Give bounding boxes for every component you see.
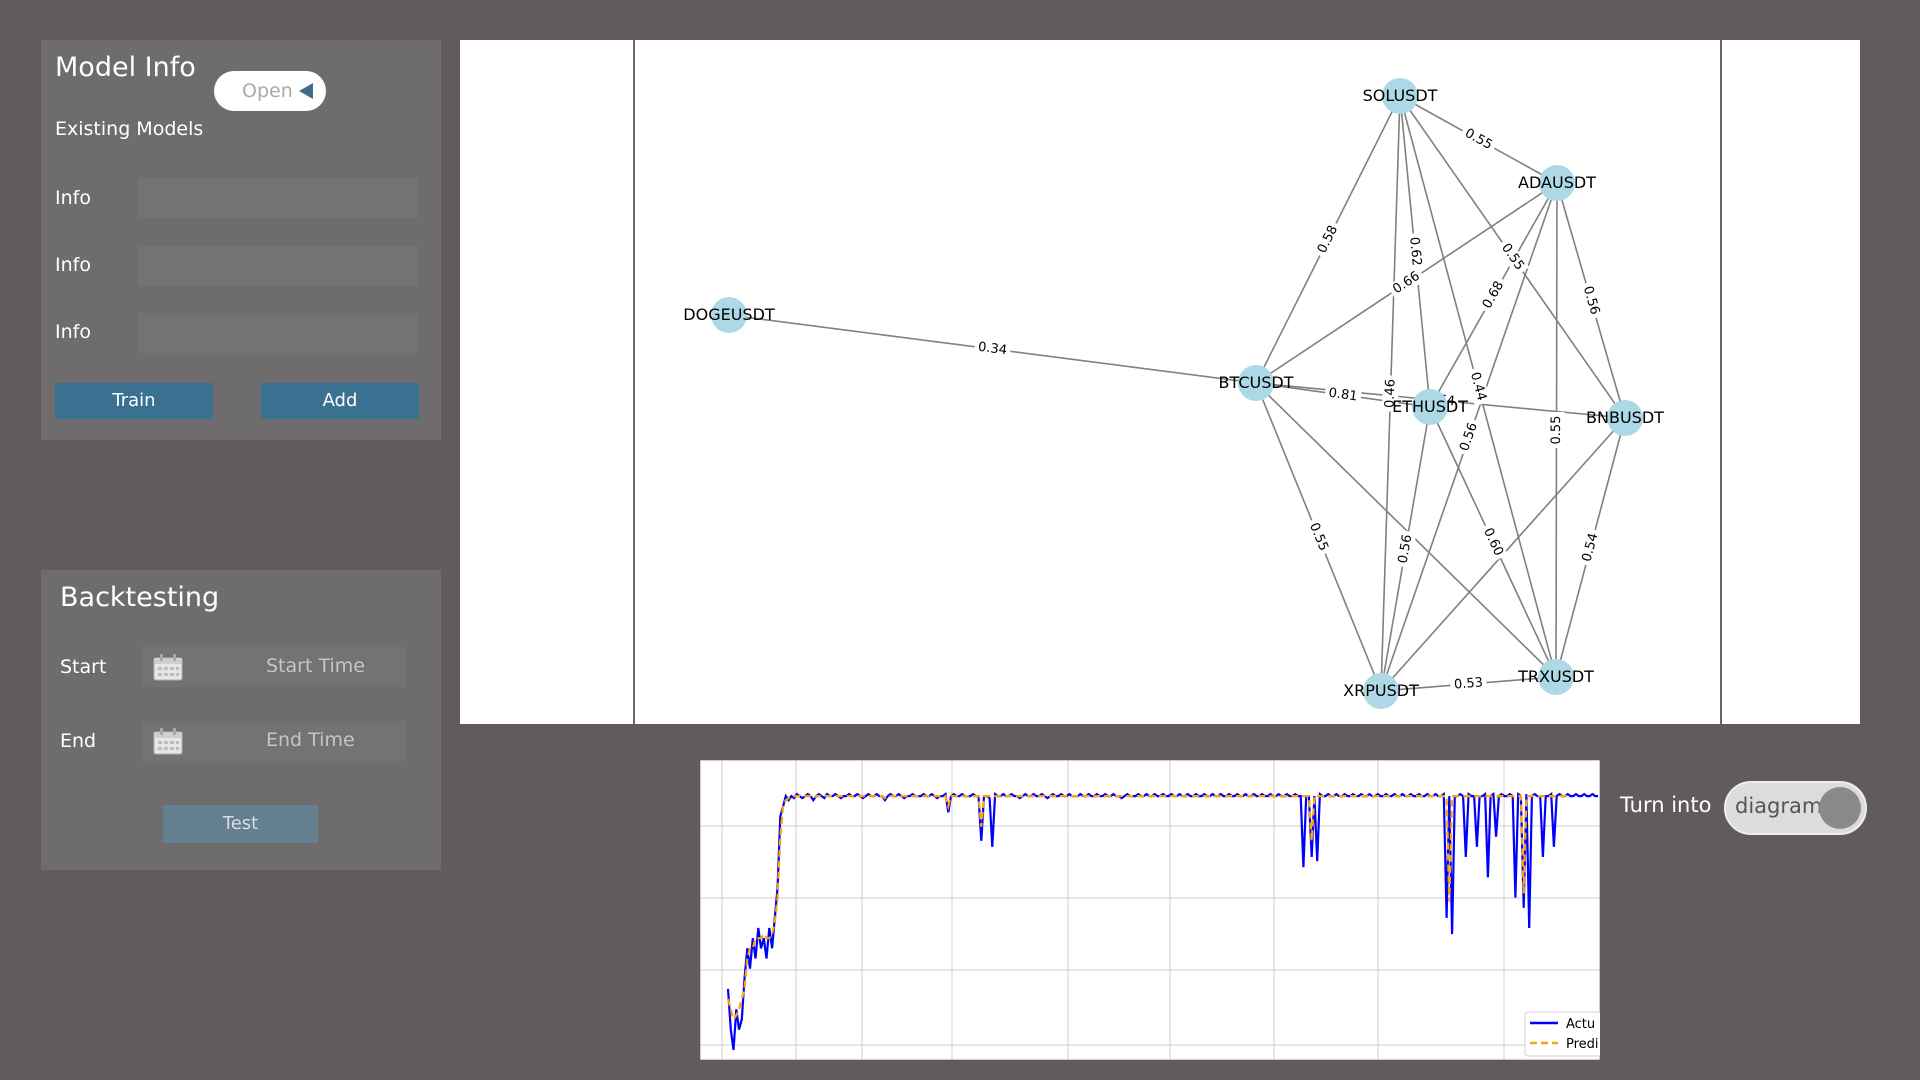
series-line-actu [726, 791, 1598, 1051]
node-label-xrpusdt: XRPUSDT [1343, 681, 1419, 700]
end-label: End [60, 730, 97, 752]
edge-weight-label: 0.55 [1306, 521, 1331, 553]
edge-btcusdt-trxusdt [1255, 382, 1557, 678]
edge-weight-background [1324, 384, 1362, 406]
calendar-icon [153, 728, 183, 755]
start-label: Start [60, 656, 107, 678]
node-label-dogeusdt: DOGEUSDT [683, 305, 775, 324]
test-button[interactable]: Test [163, 805, 318, 843]
existing-models-label: Existing Models [55, 118, 204, 140]
node-label-solusdt: SOLUSDT [1363, 86, 1438, 105]
edge-weight-label: 0.53 [1453, 675, 1483, 692]
edge-weight-background [1387, 266, 1426, 300]
node-label-adausdt: ADAUSDT [1518, 173, 1596, 192]
edge-weight-background [1578, 280, 1604, 321]
node-bnbusdt [1607, 400, 1643, 436]
edge-weight-label: 0.44 [1467, 371, 1489, 403]
edge-weight-label: 0.58 [1315, 223, 1341, 256]
edge-weight-background [1458, 123, 1499, 156]
triangle-left-icon [299, 83, 313, 99]
plot-frame [700, 760, 1600, 1060]
edge-weight-background [1455, 417, 1483, 457]
node-label-trxusdt: TRXUSDT [1517, 667, 1594, 686]
diagram-toggle[interactable]: diagram [1724, 781, 1867, 835]
node-btcusdt [1238, 365, 1274, 401]
diagram-toggle-label: diagram [1735, 794, 1823, 818]
edge-weight-label: 0.81 [1328, 386, 1359, 405]
legend-label: Predi [1566, 1037, 1599, 1052]
start-time-placeholder: Start Time [266, 655, 365, 677]
end-time-placeholder: End Time [266, 729, 355, 751]
edge-weight-background [1394, 529, 1417, 569]
model-info-title: Model Info [55, 52, 196, 83]
end-time-field[interactable]: End Time [141, 721, 405, 761]
train-button[interactable]: Train [55, 383, 213, 419]
add-button[interactable]: Add [261, 383, 419, 419]
edge-weight-background [1548, 411, 1565, 449]
open-toggle-label: Open [242, 80, 293, 102]
edge-weight-label: 0.46 [1383, 379, 1399, 408]
node-label-btcusdt: BTCUSDT [1219, 373, 1294, 392]
edge-weight-background [1312, 219, 1344, 260]
existing-models-open-toggle[interactable]: Open [214, 71, 326, 111]
info-field-3[interactable] [138, 313, 418, 353]
edge-weight-background [1578, 528, 1603, 567]
backtesting-panel: Backtesting Start Start Time End End Ti [41, 570, 441, 870]
node-adausdt [1539, 165, 1575, 201]
calendar-icon [153, 654, 183, 681]
node-trxusdt [1538, 659, 1574, 695]
edge-weight-background [973, 338, 1012, 360]
turn-into-label: Turn into [1620, 793, 1712, 817]
edge-weight-label: 0.60 [1480, 526, 1506, 559]
series-line-predi [726, 794, 1568, 1022]
edge-weight-label: 0.34 [977, 340, 1008, 359]
node-solusdt [1382, 78, 1418, 114]
legend-label: Actu [1566, 1017, 1595, 1032]
node-label-bnbusdt: BNBUSDT [1586, 408, 1664, 427]
edge-weight-label: 0.62 [1406, 236, 1424, 266]
edge-weight-background [1478, 522, 1508, 562]
edge-weight-background [1477, 275, 1510, 315]
edge-weight-background [1449, 674, 1488, 694]
info-label-2: Info [55, 254, 91, 276]
toggle-knob [1819, 787, 1861, 829]
edge-weight-background [1405, 232, 1425, 271]
node-label-ethusdt: ETHUSDT [1392, 397, 1468, 416]
edge-weight-label: 0.54 [1580, 532, 1602, 564]
edge-weight-label: 0.56 [1396, 533, 1416, 564]
start-time-field[interactable]: Start Time [141, 647, 405, 687]
info-label-1: Info [55, 187, 91, 209]
edge-weight-background [1465, 367, 1491, 406]
info-field-1[interactable] [138, 178, 418, 218]
edge-weight-background [1304, 517, 1333, 557]
edge-weight-background [1495, 237, 1530, 277]
node-dogeusdt [711, 297, 747, 333]
node-ethusdt [1412, 389, 1448, 425]
info-label-3: Info [55, 321, 91, 343]
edge-weight-background [1381, 375, 1400, 412]
edge-weight-label: 0.55 [1549, 416, 1564, 445]
info-field-2[interactable] [138, 246, 418, 286]
backtesting-title: Backtesting [60, 582, 220, 613]
node-xrpusdt [1363, 673, 1399, 709]
